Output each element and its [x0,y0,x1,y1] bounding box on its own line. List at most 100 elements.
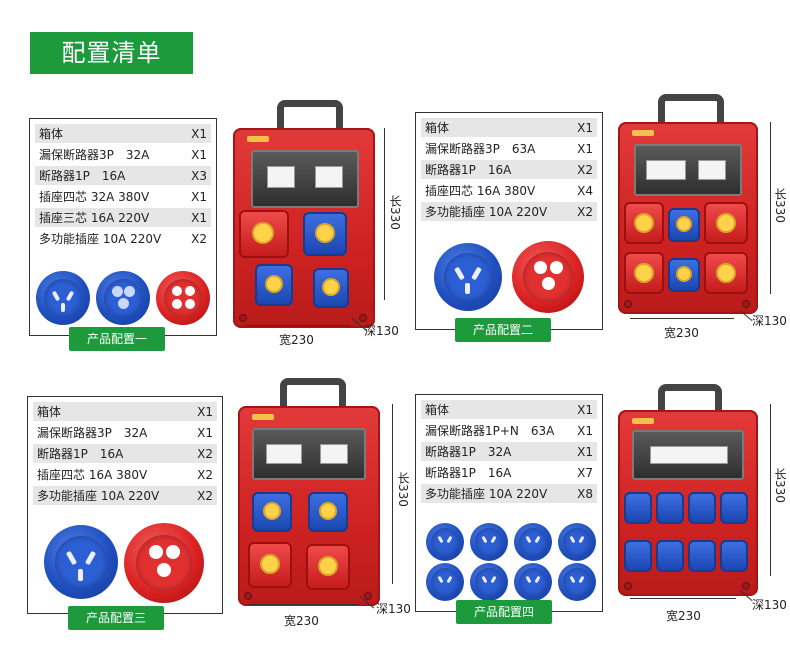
spec-name: 插座四芯 16A 380V [37,468,148,482]
spec-name: 箱体 [425,121,450,135]
distribution-box-3 [232,378,382,610]
spec-qty: X1 [191,147,207,162]
page-title: 配置清单 [30,32,193,74]
spec-name: 断路器1P 32A [425,445,512,459]
spec-qty: X2 [577,162,593,177]
socket-module [624,202,664,244]
socket-module [688,540,716,572]
spec-name: 断路器1P 16A [39,169,126,183]
breaker-window [251,150,359,208]
spec-row: 插座三芯 16A 220V X1 [35,208,211,229]
dim-depth: 深130 [376,602,411,616]
multi-socket-icon [44,525,118,599]
spec-qty: X2 [197,488,213,503]
spec-qty: X1 [197,425,213,440]
four-pin-socket-icon [124,523,204,603]
spec-qty: X1 [197,404,213,419]
spec-name: 多功能插座 10A 220V [39,232,162,246]
four-pin-socket-icon [156,271,210,325]
three-pin-socket-icon [96,271,150,325]
spec-row: 箱体 X1 [33,402,217,423]
spec-name: 多功能插座 10A 220V [425,205,548,219]
spec-name: 插座三芯 16A 220V [39,211,150,225]
socket-module [313,268,349,308]
spec-qty: X1 [577,402,593,417]
box-body [238,406,380,606]
spec-row: 多功能插座 10A 220V X2 [35,229,211,250]
dim-length: 长330 [396,472,410,507]
brand-logo [247,136,269,142]
distribution-box-4 [614,384,760,598]
multi-socket-icon [514,523,552,561]
spec-qty: X2 [577,204,593,219]
config-panel-4: 箱体 X1 漏保断路器1P+N 63A X1 断路器1P 32A X1 断路器1P 1… [415,394,603,612]
spec-qty: X1 [577,423,593,438]
box-body [233,128,375,328]
dim-length: 长330 [773,468,787,503]
spec-row: 箱体 X1 [421,400,597,421]
socket-module [720,540,748,572]
socket-module [303,212,347,256]
spec-name: 多功能插座 10A 220V [425,487,548,501]
dim-width: 宽230 [279,333,314,347]
socket-module [656,540,684,572]
breaker-window [252,428,366,480]
multi-socket-icon [426,523,464,561]
socket-module [704,252,748,294]
dim-width: 宽230 [284,614,319,628]
spec-table-4: 箱体 X1 漏保断路器1P+N 63A X1 断路器1P 32A X1 断路器1P 1… [421,400,597,505]
dim-depth: 深130 [752,314,787,328]
socket-module [720,492,748,524]
spec-name: 漏保断路器3P 63A [425,142,536,156]
breaker-window [634,144,742,196]
dim-width: 宽230 [664,326,699,340]
spec-row: 漏保断路器1P+N 63A X1 [421,421,597,442]
breaker-window [632,430,744,480]
socket-module [624,492,652,524]
dim-width: 宽230 [666,609,701,623]
box-body [618,410,758,596]
spec-row: 断路器1P 32A X1 [421,442,597,463]
multi-socket-icon [470,523,508,561]
spec-row: 漏保断路器3P 32A X1 [33,423,217,444]
spec-qty: X1 [191,210,207,225]
four-pin-socket-icon [512,241,584,313]
handle [280,378,346,408]
brand-logo [632,130,654,136]
socket-module [248,542,292,588]
spec-qty: X1 [577,444,593,459]
spec-row: 箱体 X1 [421,118,597,139]
spec-qty: X1 [577,120,593,135]
spec-name: 箱体 [37,405,62,419]
socket-module [704,202,748,244]
spec-name: 漏保断路器3P 32A [37,426,148,440]
socket-module [668,208,700,242]
socket-module [688,492,716,524]
spec-qty: X4 [577,183,593,198]
spec-qty: X2 [191,231,207,246]
spec-name: 漏保断路器1P+N 63A [425,424,555,438]
spec-qty: X8 [577,486,593,501]
socket-module [252,492,292,532]
dim-depth: 深130 [364,324,399,338]
socket-module [308,492,348,532]
multi-socket-icon [426,563,464,601]
socket-module [668,258,700,292]
socket-module [255,264,293,306]
spec-name: 箱体 [425,403,450,417]
dim-depth: 深130 [752,598,787,612]
